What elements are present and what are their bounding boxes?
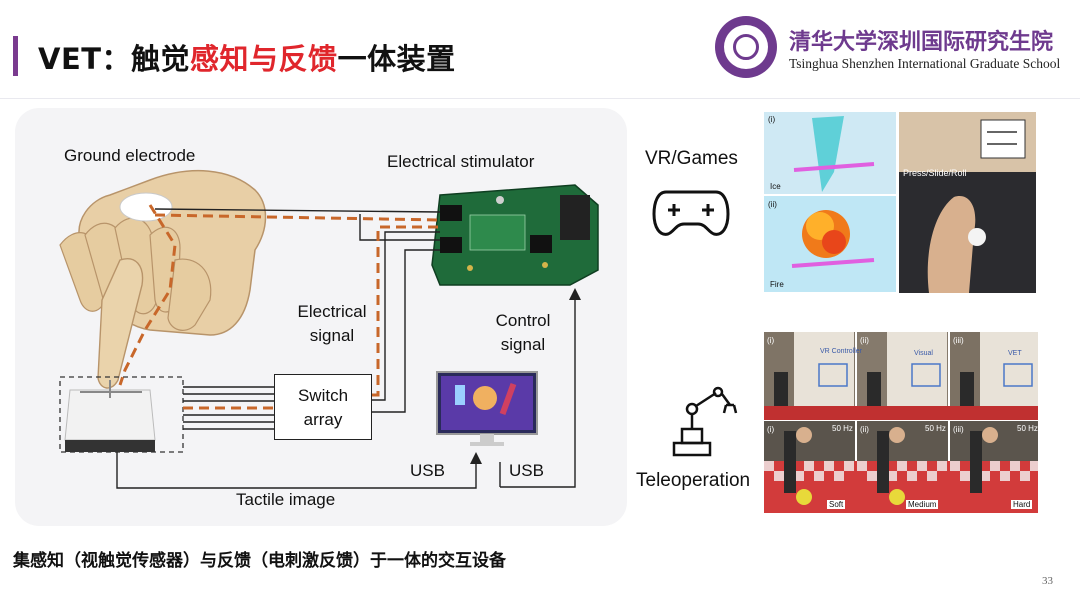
fire-scene (791, 210, 875, 268)
tele-hard-tag: Hard (1011, 500, 1033, 509)
tele-bottom-tag-2: (ii) (860, 425, 869, 434)
switch-label-line1: Switch (297, 386, 349, 405)
monitor-illustration (436, 371, 538, 446)
tele-bottom-scene (764, 427, 1038, 513)
tactile-image-label: Tactile image (236, 490, 336, 509)
tele-medium-tag: Medium (906, 500, 939, 509)
page-number: 33 (1042, 575, 1053, 587)
vr-panel-i-tag: (i) (768, 115, 776, 124)
tele-bottom-tag-1: (i) (767, 425, 775, 434)
switch-array-label: Switch array (274, 384, 372, 432)
tele-top-tag-1: (i) (767, 336, 775, 345)
slide-caption: 集感知（视触觉传感器）与反馈（电刺激反馈）于一体的交互设备 (13, 551, 506, 571)
tele-overlay-visual: Visual (914, 350, 933, 357)
tele-bottom-tag-3: (iii) (953, 425, 964, 434)
tele-overlay-vet: VET (1008, 350, 1022, 357)
vr-fire-tag: Fire (770, 280, 784, 289)
tele-top-tag-3: (iii) (953, 336, 964, 345)
tele-top-tag-2: (ii) (860, 336, 869, 345)
control-signal-label: Control signal (478, 309, 568, 357)
stimulator-pcb (431, 184, 599, 286)
press-scene (899, 112, 1036, 293)
tele-hz-tag-1: 50 Hz (832, 424, 853, 433)
title-highlight: 感知与反馈 (190, 42, 338, 76)
switch-label-line2: array (303, 410, 343, 429)
tactile-sensor-cube (64, 380, 156, 452)
connection-wires (154, 208, 441, 413)
seal-core (733, 34, 759, 60)
signal-path (118, 204, 441, 397)
vr-games-label: VR/Games (645, 148, 738, 169)
ice-scene (793, 116, 875, 192)
robot-arm-icon (672, 386, 738, 457)
logo-chinese-name: 清华大学深圳国际研究生院 (789, 30, 1054, 55)
usb-label-2: USB (509, 461, 544, 480)
sensor-wires (183, 386, 274, 430)
tele-hz-tag-2: 50 Hz (925, 424, 946, 433)
tactile-image-line (116, 452, 501, 489)
tele-top-scene (764, 332, 1038, 420)
tele-overlay-vr-controller: VR Controller (820, 348, 863, 355)
title-prefix: VET：触觉 (38, 42, 191, 76)
ground-electrode-label: Ground electrode (64, 146, 196, 165)
usb-label-1: USB (410, 461, 445, 480)
vr-panel-ii-tag: (ii) (768, 200, 777, 209)
press-slide-roll-tag: Press/Slide/Roll (903, 168, 967, 178)
switch-array-box (274, 374, 372, 440)
slide-title: VET：触觉感知与反馈一体装置 (38, 36, 456, 78)
electrical-signal-line2: signal (309, 326, 355, 345)
tele-hz-tag-3: 50 Hz (1017, 424, 1038, 433)
robotic-hand-illustration (59, 170, 267, 389)
teleoperation-label: Teleoperation (636, 470, 751, 491)
logo-english-name: Tsinghua Shenzhen International Graduate… (789, 56, 1061, 71)
device-diagram (59, 170, 599, 489)
control-signal-line2: signal (500, 335, 546, 354)
vr-ice-tag: Ice (770, 182, 781, 191)
title-accent-bar (13, 36, 18, 76)
gamepad-icon (652, 190, 730, 236)
electrical-signal-label: Electrical signal (282, 300, 382, 348)
electrical-signal-line1: Electrical (297, 302, 367, 321)
control-signal-arrow (500, 298, 576, 488)
title-suffix: 一体装置 (337, 42, 456, 76)
control-signal-line1: Control (495, 311, 551, 330)
header-divider (0, 98, 1080, 99)
electrical-stimulator-label: Electrical stimulator (387, 152, 535, 171)
tele-soft-tag: Soft (827, 500, 846, 509)
